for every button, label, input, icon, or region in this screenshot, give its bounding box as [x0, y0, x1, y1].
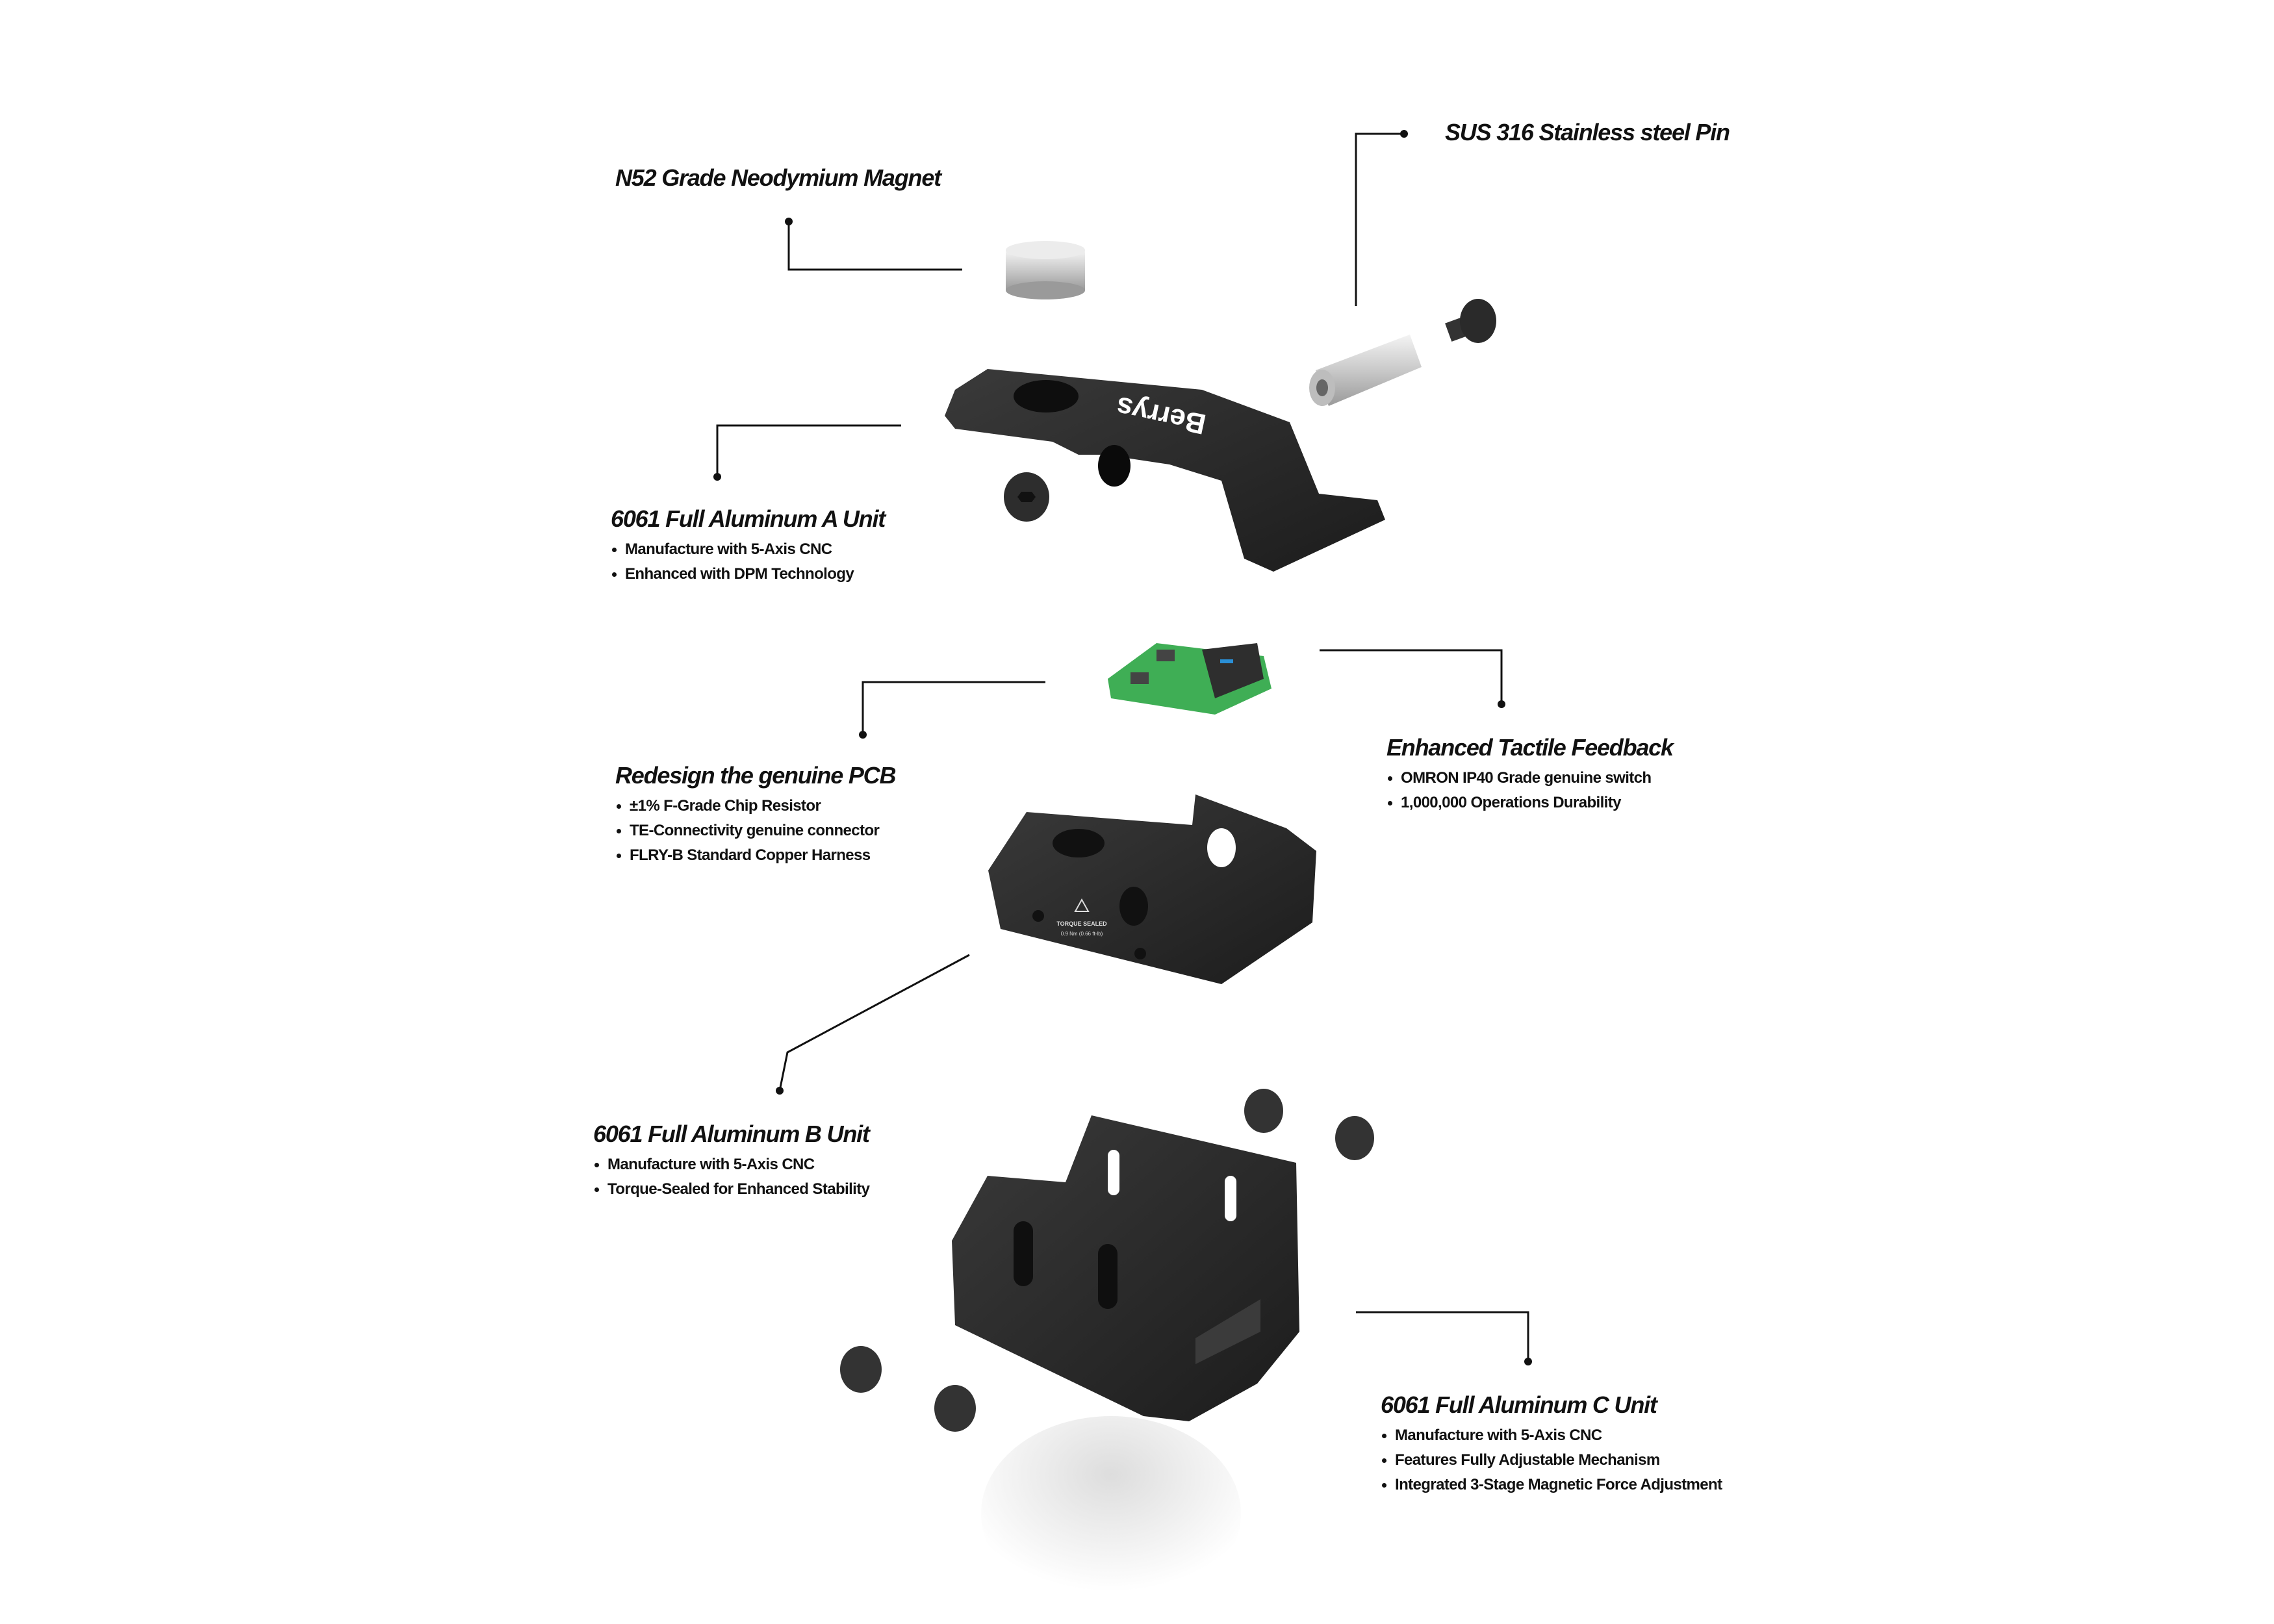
callout-title: SUS 316 Stainless steel Pin	[1445, 119, 1730, 146]
screw-part	[1445, 299, 1496, 343]
bullet-item: Manufacture with 5-Axis CNC	[1381, 1423, 1722, 1448]
bullet-item: Enhanced with DPM Technology	[611, 562, 885, 587]
pin-leader	[1355, 133, 1404, 306]
callout-pin: SUS 316 Stainless steel Pin	[1445, 118, 1730, 147]
bullet-item: Integrated 3-Stage Magnetic Force Adjust…	[1381, 1473, 1722, 1497]
callout-title: Enhanced Tactile Feedback	[1386, 734, 1674, 761]
torque-label-spec: 0.9 Nm (0.66 ft-lb)	[1061, 931, 1103, 937]
callout-title: Redesign the genuine PCB	[615, 762, 896, 789]
bullet-item: Torque-Sealed for Enhanced Stability	[593, 1177, 870, 1202]
pcb-part	[1108, 643, 1271, 715]
bullet-item: Features Fully Adjustable Mechanism	[1381, 1448, 1722, 1473]
magnet-leader	[787, 222, 962, 271]
callout-b-unit: 6061 Full Aluminum B Unit Manufacture wi…	[593, 1120, 870, 1202]
bullet-item: TE-Connectivity genuine connector	[615, 818, 895, 843]
c-unit-part	[952, 1115, 1299, 1421]
pcb-leader	[862, 681, 1045, 735]
tactile-leader	[1320, 649, 1503, 704]
bullet-item: FLRY-B Standard Copper Harness	[615, 843, 895, 868]
bullet-item: 1,000,000 Operations Durability	[1386, 791, 1673, 815]
bullet-item: OMRON IP40 Grade genuine switch	[1386, 766, 1673, 791]
magnet-part	[1006, 241, 1085, 299]
callout-a-unit: 6061 Full Aluminum A Unit Manufacture wi…	[611, 505, 886, 587]
b-unit-leader	[778, 954, 970, 1091]
c-unit-leader	[1356, 1311, 1529, 1362]
c-unit-shadow	[981, 1416, 1241, 1611]
warning-icon	[1074, 898, 1090, 912]
screw-part	[1004, 472, 1049, 522]
callout-title: N52 Grade Neodymium Magnet	[615, 164, 941, 191]
callout-title: 6061 Full Aluminum B Unit	[593, 1121, 870, 1147]
leader-dots	[713, 130, 1532, 1365]
a-unit-leader	[716, 424, 901, 477]
b-unit-part: TORQUE SEALED 0.9 Nm (0.66 ft-lb)	[988, 794, 1316, 984]
callout-c-unit: 6061 Full Aluminum C Unit Manufacture wi…	[1381, 1391, 1722, 1497]
callout-tactile: Enhanced Tactile Feedback OMRON IP40 Gra…	[1386, 733, 1674, 815]
leader-lines	[716, 133, 1529, 1362]
callout-title: 6061 Full Aluminum C Unit	[1381, 1391, 1657, 1418]
callout-magnet: N52 Grade Neodymium Magnet	[615, 164, 941, 192]
callout-pcb: Redesign the genuine PCB ±1% F-Grade Chi…	[615, 761, 896, 868]
bullet-item: ±1% F-Grade Chip Resistor	[615, 794, 895, 818]
torque-label-title: TORQUE SEALED	[1056, 920, 1107, 927]
pin-part	[1309, 335, 1422, 406]
bullet-item: Manufacture with 5-Axis CNC	[611, 537, 885, 562]
callout-title: 6061 Full Aluminum A Unit	[611, 505, 886, 532]
a-unit-part: Berrys	[945, 369, 1385, 572]
bullet-item: Manufacture with 5-Axis CNC	[593, 1152, 869, 1177]
screw-part	[840, 1089, 1374, 1432]
